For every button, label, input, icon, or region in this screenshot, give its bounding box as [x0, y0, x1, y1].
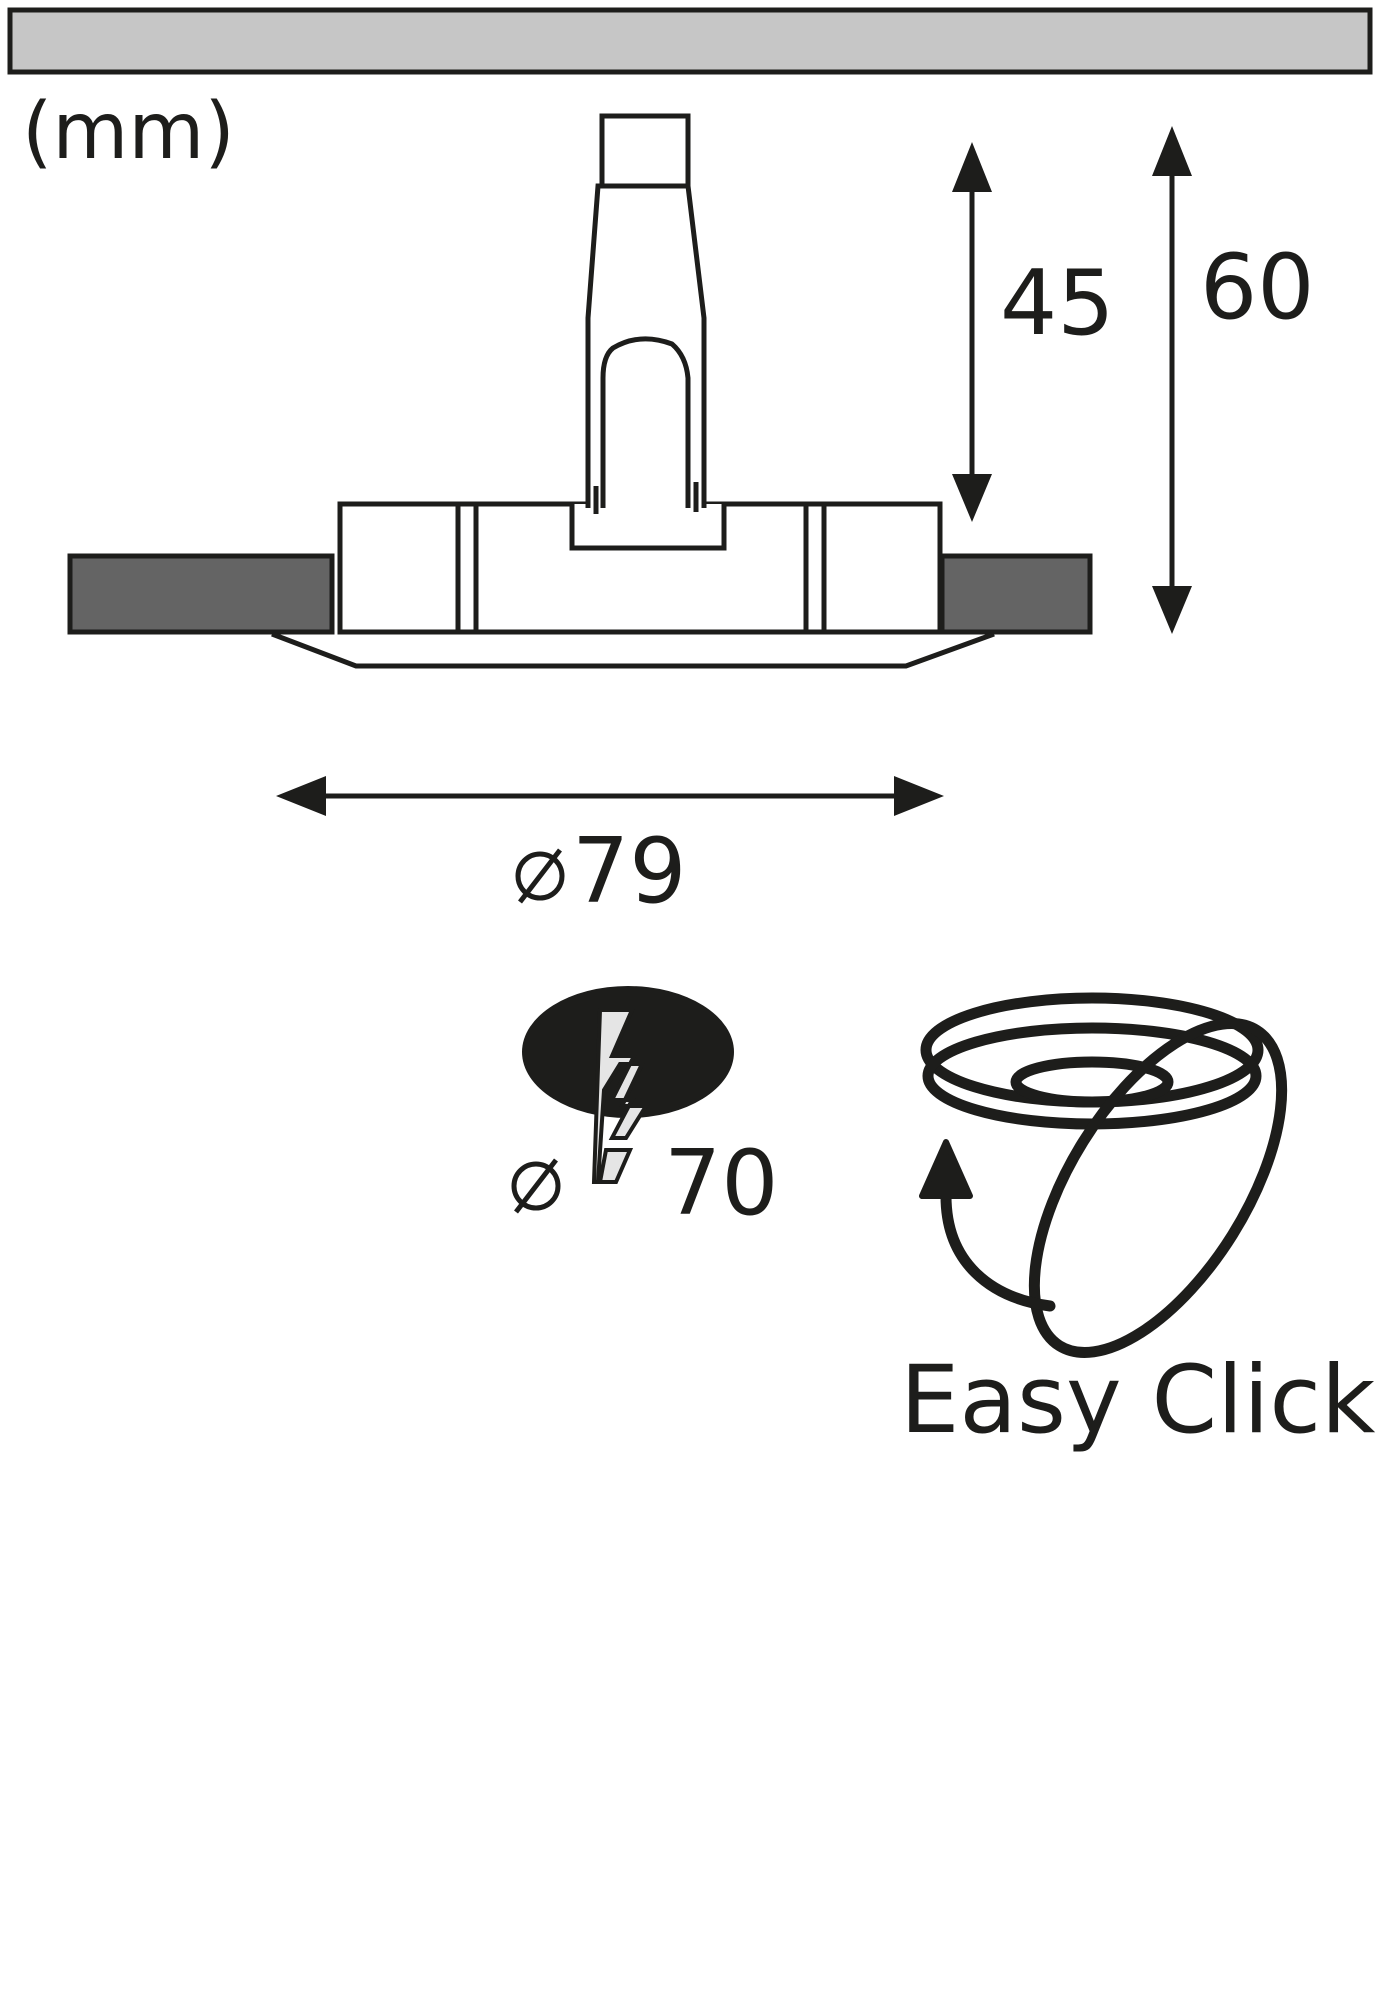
rotate-click-icon: [920, 992, 1288, 1358]
cutout-70-label: 70: [664, 1131, 779, 1236]
diameter-symbol: [515, 848, 565, 904]
ring-left: [67, 553, 335, 635]
arrow-right: [894, 776, 944, 816]
housing-right-strip: [803, 501, 827, 635]
easy-click-label: Easy Click: [900, 1346, 1376, 1455]
lightning-bolt: [591, 1008, 650, 1184]
ring-right: [939, 553, 1093, 635]
cutout-hole: [522, 986, 734, 1118]
ceiling-panel: [7, 7, 1373, 75]
housing-left-block: [337, 501, 461, 635]
spring-loop: [600, 336, 691, 508]
dimension-height-45: [952, 142, 992, 522]
housing-right-block: [821, 501, 943, 635]
arrow-down: [952, 474, 992, 522]
arrow-up: [1152, 126, 1192, 176]
socket-step: [569, 504, 727, 551]
luminaire-cross-section: [67, 113, 1093, 669]
bezel: [271, 631, 995, 669]
height-60-label: 60: [1200, 235, 1315, 340]
spring-clip-top: [599, 113, 691, 189]
diameter-79-label: 79: [572, 819, 687, 924]
diameter-symbol: [511, 1158, 561, 1214]
units-label: (mm): [22, 87, 235, 177]
dimension-height-60: [1152, 126, 1192, 634]
rotate-arrow-head: [919, 1139, 973, 1199]
arrow-left: [276, 776, 326, 816]
height-45-label: 45: [1000, 251, 1115, 356]
arrow-up: [952, 142, 992, 192]
cutout-lightning-icon: [522, 986, 734, 1184]
housing-left-strip: [455, 501, 479, 635]
arrow-down: [1152, 586, 1192, 634]
dimension-diameter-79: [276, 776, 944, 816]
